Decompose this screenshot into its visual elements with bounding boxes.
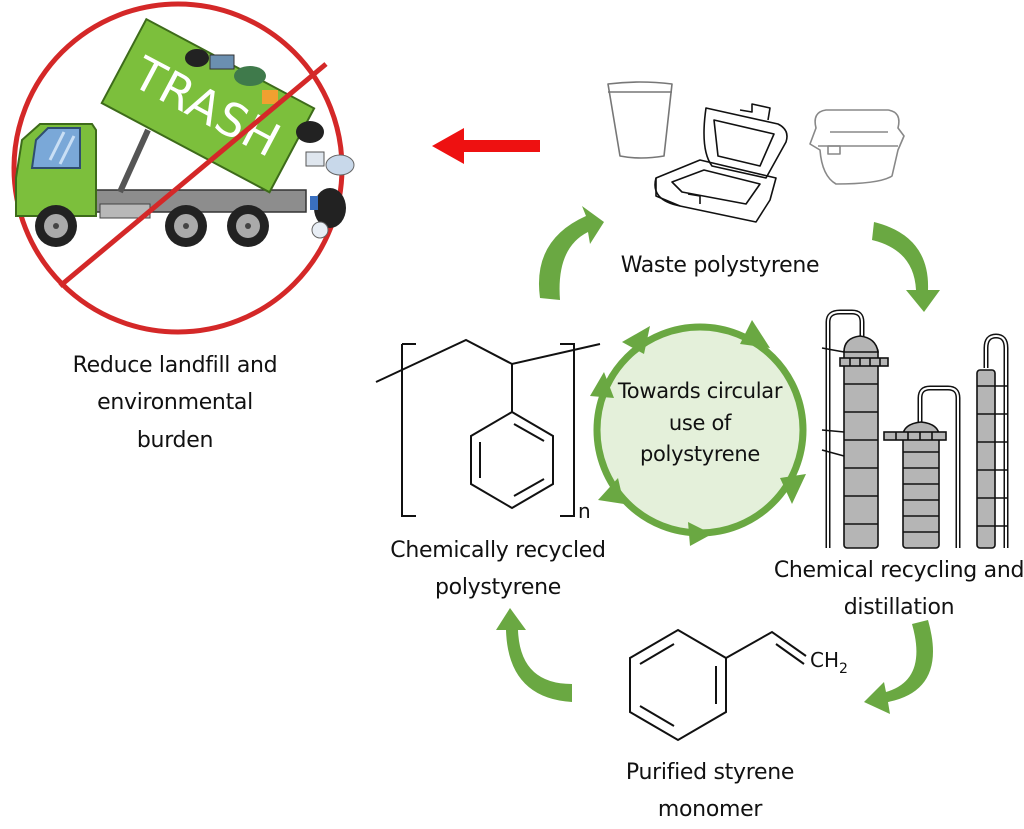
ring-arrowhead bbox=[740, 320, 770, 348]
center-caption-line: polystyrene bbox=[639, 442, 761, 466]
no-landfill-sign: TRASH bbox=[11, 1, 355, 335]
ring-arrowhead bbox=[622, 326, 650, 354]
phenyl-ring bbox=[470, 410, 554, 510]
distillation-columns-icon bbox=[821, 309, 1009, 549]
polystyrene-structure: n bbox=[375, 338, 601, 523]
curved-arrow-icon bbox=[496, 608, 572, 702]
ring-arrowheads bbox=[590, 320, 806, 546]
wheel bbox=[227, 205, 269, 247]
left-bracket bbox=[401, 344, 416, 517]
stage-label-purified-monomer: Purified styrene monomer bbox=[625, 760, 795, 823]
ring-arrowhead bbox=[688, 522, 712, 546]
clamshell-container-icon bbox=[654, 103, 788, 223]
foam-box-icon bbox=[809, 109, 905, 185]
right-bracket bbox=[560, 343, 575, 517]
caption-line: environmental bbox=[97, 390, 253, 416]
wheel bbox=[35, 205, 77, 247]
ring-arrowhead bbox=[598, 478, 624, 504]
center-caption: Towards circular use of polystyrene bbox=[598, 376, 802, 471]
polymer-backbone bbox=[375, 338, 601, 383]
cycle-arrows bbox=[496, 206, 940, 714]
stage-label-waste-polystyrene: Waste polystyrene bbox=[620, 253, 820, 278]
ring-arrowhead bbox=[590, 372, 614, 398]
caption-line: Reduce landfill and bbox=[72, 353, 278, 378]
benzene-ring bbox=[629, 628, 727, 742]
curved-arrow-icon bbox=[864, 620, 933, 714]
stage-label-recycled-polystyrene: Chemically recycled polystyrene bbox=[390, 538, 606, 601]
caption-line: burden bbox=[136, 427, 214, 453]
waste-polystyrene-items bbox=[607, 81, 905, 223]
slim-distillation-column bbox=[976, 333, 1009, 549]
medium-distillation-column bbox=[883, 385, 961, 549]
tall-distillation-column bbox=[821, 309, 889, 549]
red-left-arrow-icon bbox=[432, 128, 540, 164]
styrene-monomer-structure: CH2 bbox=[629, 628, 848, 742]
ring-arrowhead bbox=[780, 474, 806, 504]
curved-arrow-icon bbox=[872, 222, 940, 312]
prohibition-slash bbox=[58, 62, 328, 288]
wheel bbox=[165, 205, 207, 247]
center-caption-line: use of bbox=[668, 410, 732, 435]
stage-label-chemical-recycling: Chemical recycling and distillation bbox=[773, 558, 1024, 621]
foam-cup-icon bbox=[607, 81, 673, 159]
curved-arrow-icon bbox=[538, 206, 604, 300]
ch2-group-label: CH2 bbox=[810, 648, 848, 677]
circular-use-badge bbox=[590, 320, 807, 546]
landfill-caption: Reduce landfill and environmental burden bbox=[20, 347, 330, 459]
repeat-unit-subscript: n bbox=[578, 499, 591, 523]
center-caption-line: Towards circular bbox=[617, 379, 783, 403]
